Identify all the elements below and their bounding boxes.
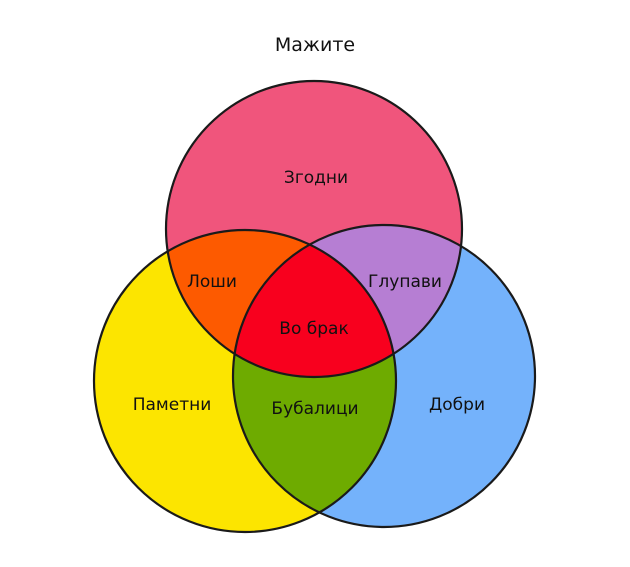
outline-right (231, 223, 537, 529)
label-top: Згодни (284, 168, 348, 188)
label-all: Во брак (279, 319, 348, 339)
label-left: Паметни (133, 395, 212, 415)
label-left-right: Бубалици (271, 399, 358, 419)
outline-left (92, 228, 398, 534)
outline-top (164, 79, 464, 379)
label-top-right: Глупави (368, 272, 442, 292)
diagram-title: Мажите (274, 34, 356, 56)
label-top-left: Лоши (187, 272, 237, 292)
label-right: Добри (429, 395, 485, 415)
